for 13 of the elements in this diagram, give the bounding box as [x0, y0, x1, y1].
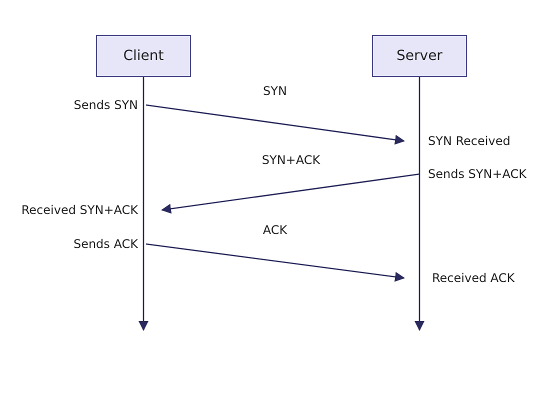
lifeline-arrow — [138, 77, 148, 331]
event-text: Received ACK — [404, 270, 515, 286]
event-text: Sends SYN — [74, 97, 146, 113]
participant-box: Client — [96, 35, 191, 77]
message-arrow — [146, 243, 405, 282]
event-text: Received SYN+ACK — [21, 202, 162, 218]
message-arrow — [161, 173, 420, 214]
participant-box: Server — [372, 35, 467, 77]
event-text: SYN Received — [404, 133, 510, 149]
event-text: Sends SYN+ACK — [420, 166, 527, 182]
message-arrow — [146, 104, 405, 145]
lifeline-arrow — [414, 77, 424, 331]
event-text: Sends ACK — [73, 236, 146, 252]
